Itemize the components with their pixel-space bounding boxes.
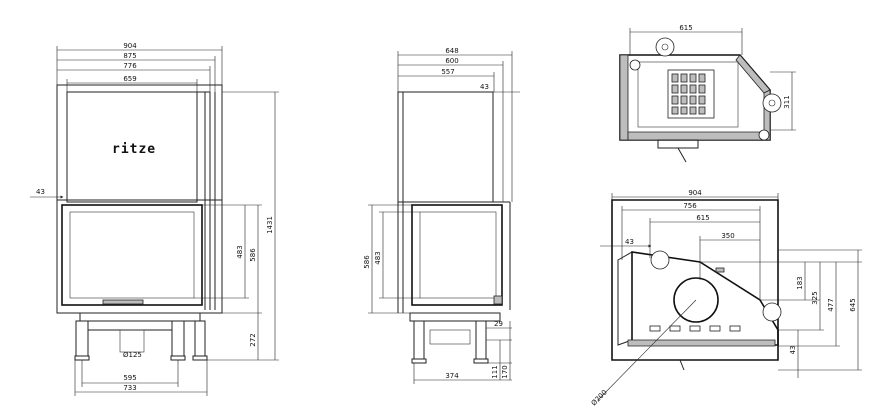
front-dim-586: 586 (249, 248, 257, 262)
plan-dim-645: 645 (849, 298, 857, 311)
front-dim-1431: 1431 (266, 216, 274, 234)
side-dim-600: 600 (445, 57, 458, 65)
plan-dim-325: 325 (811, 291, 819, 304)
plan-dim-904: 904 (688, 189, 702, 197)
front-view: ritze 904 875 776 659 43 483 586 1431 27… (30, 42, 279, 396)
plan-dim-477: 477 (827, 298, 835, 311)
side-dim-586: 586 (363, 255, 371, 269)
front-dim-904: 904 (123, 42, 137, 50)
fan-icon (762, 302, 782, 322)
fan-icon (762, 93, 782, 113)
plan-view: 904 756 615 350 43 183 325 477 645 43 Ø2… (590, 189, 862, 407)
brand-logo: ritze (112, 142, 156, 157)
front-dim-272: 272 (249, 333, 257, 346)
side-dim-111: 111 (491, 365, 499, 378)
front-dim-659: 659 (123, 75, 136, 83)
plan-dim-756: 756 (683, 202, 697, 210)
plan-dim-183: 183 (796, 276, 804, 289)
front-dim-875: 875 (123, 52, 136, 60)
fan-icon (650, 250, 670, 270)
side-dim-43: 43 (480, 83, 489, 91)
top-dim-615: 615 (679, 24, 692, 32)
side-dim-557: 557 (441, 68, 454, 76)
front-dim-483: 483 (236, 245, 244, 258)
side-dim-648: 648 (445, 47, 458, 55)
plan-flue-diameter: Ø200 (590, 388, 609, 407)
plan-dim-43-bottom: 43 (789, 346, 797, 355)
grate-pattern (671, 73, 706, 115)
front-dim-43: 43 (36, 188, 45, 196)
side-dim-483: 483 (374, 251, 382, 264)
top-view: 615 311 (619, 24, 796, 163)
plan-dim-43-left: 43 (625, 238, 634, 246)
top-dim-311: 311 (783, 95, 791, 108)
fan-icon (655, 37, 675, 57)
plan-dim-615: 615 (696, 214, 709, 222)
flue-outlet-icon (673, 277, 719, 323)
side-view: 648 600 557 43 586 483 29 111 170 374 (363, 47, 520, 384)
front-dim-776: 776 (123, 62, 137, 70)
front-dim-733: 733 (123, 384, 136, 392)
plan-dim-350: 350 (721, 232, 734, 240)
front-dim-595: 595 (123, 374, 136, 382)
side-dim-170: 170 (501, 365, 509, 378)
side-dim-29: 29 (494, 320, 503, 328)
front-flue-diameter: Ø125 (123, 351, 142, 359)
side-dim-374: 374 (445, 372, 459, 380)
